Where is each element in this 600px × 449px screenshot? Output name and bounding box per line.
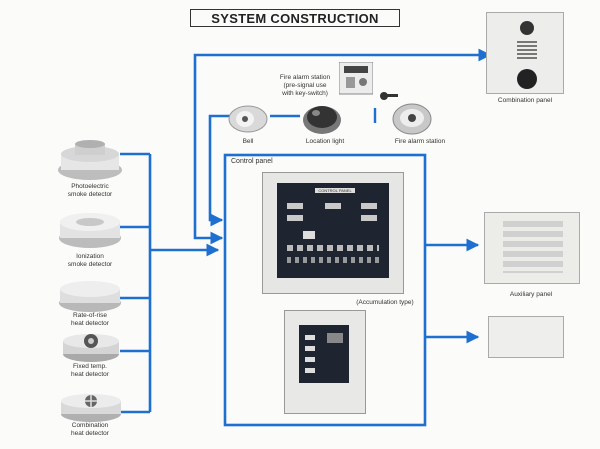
accumulation-type-label: (Accumulation type) <box>356 299 414 306</box>
key-switch-icon <box>378 88 400 109</box>
detector-bus-line <box>120 152 152 414</box>
auxiliary-panel-label: Auxiliary panel <box>509 291 553 298</box>
control-panel-label: Control panel <box>231 158 273 165</box>
photoelectric-smoke-detector-icon <box>55 140 125 187</box>
fire-alarm-station-icon <box>392 102 432 141</box>
prealarm-station-label: Fire alarm station (pre-signal use with … <box>279 74 331 97</box>
location-light-label: Location light <box>305 138 345 145</box>
prealarm-fire-alarm-station-icon <box>338 61 374 103</box>
rate-of-rise-heat-detector-label: Rate-of-rise heat detector <box>71 312 109 327</box>
auxiliary-panel <box>484 212 580 284</box>
ionization-smoke-detector-label: Ionization smoke detector <box>67 253 113 268</box>
photoelectric-smoke-detector-label: Photoelectric smoke detector <box>67 183 113 198</box>
main-control-panel: CONTROL PANEL <box>262 172 404 294</box>
accumulation-panel <box>284 310 366 414</box>
panel-badge: CONTROL PANEL <box>315 188 355 193</box>
fire-alarm-station-label: Fire alarm station <box>394 138 446 145</box>
rate-of-rise-heat-detector-icon <box>55 280 125 319</box>
combination-heat-detector-label: Combination heat detector <box>71 422 109 437</box>
combination-panel-label: Combination panel <box>497 97 553 104</box>
panel-display-face: CONTROL PANEL <box>277 183 389 278</box>
fixed-temp-heat-detector-label: Fixed temp. heat detector <box>71 363 109 378</box>
output-panel <box>488 316 564 358</box>
location-light-icon <box>302 103 342 140</box>
page-title: SYSTEM CONSTRUCTION <box>190 9 400 27</box>
combination-panel <box>486 12 564 94</box>
bell-line <box>208 114 236 190</box>
top-feed-line <box>193 48 492 120</box>
combination-heat-detector-icon <box>58 392 124 429</box>
control-panel-frame <box>223 153 427 427</box>
accumulation-panel-face <box>299 325 349 383</box>
bell-label: Bell <box>242 138 254 145</box>
fixed-temp-heat-detector-icon <box>60 332 122 369</box>
ionization-smoke-detector-icon <box>55 210 125 255</box>
bell-icon <box>228 104 268 139</box>
